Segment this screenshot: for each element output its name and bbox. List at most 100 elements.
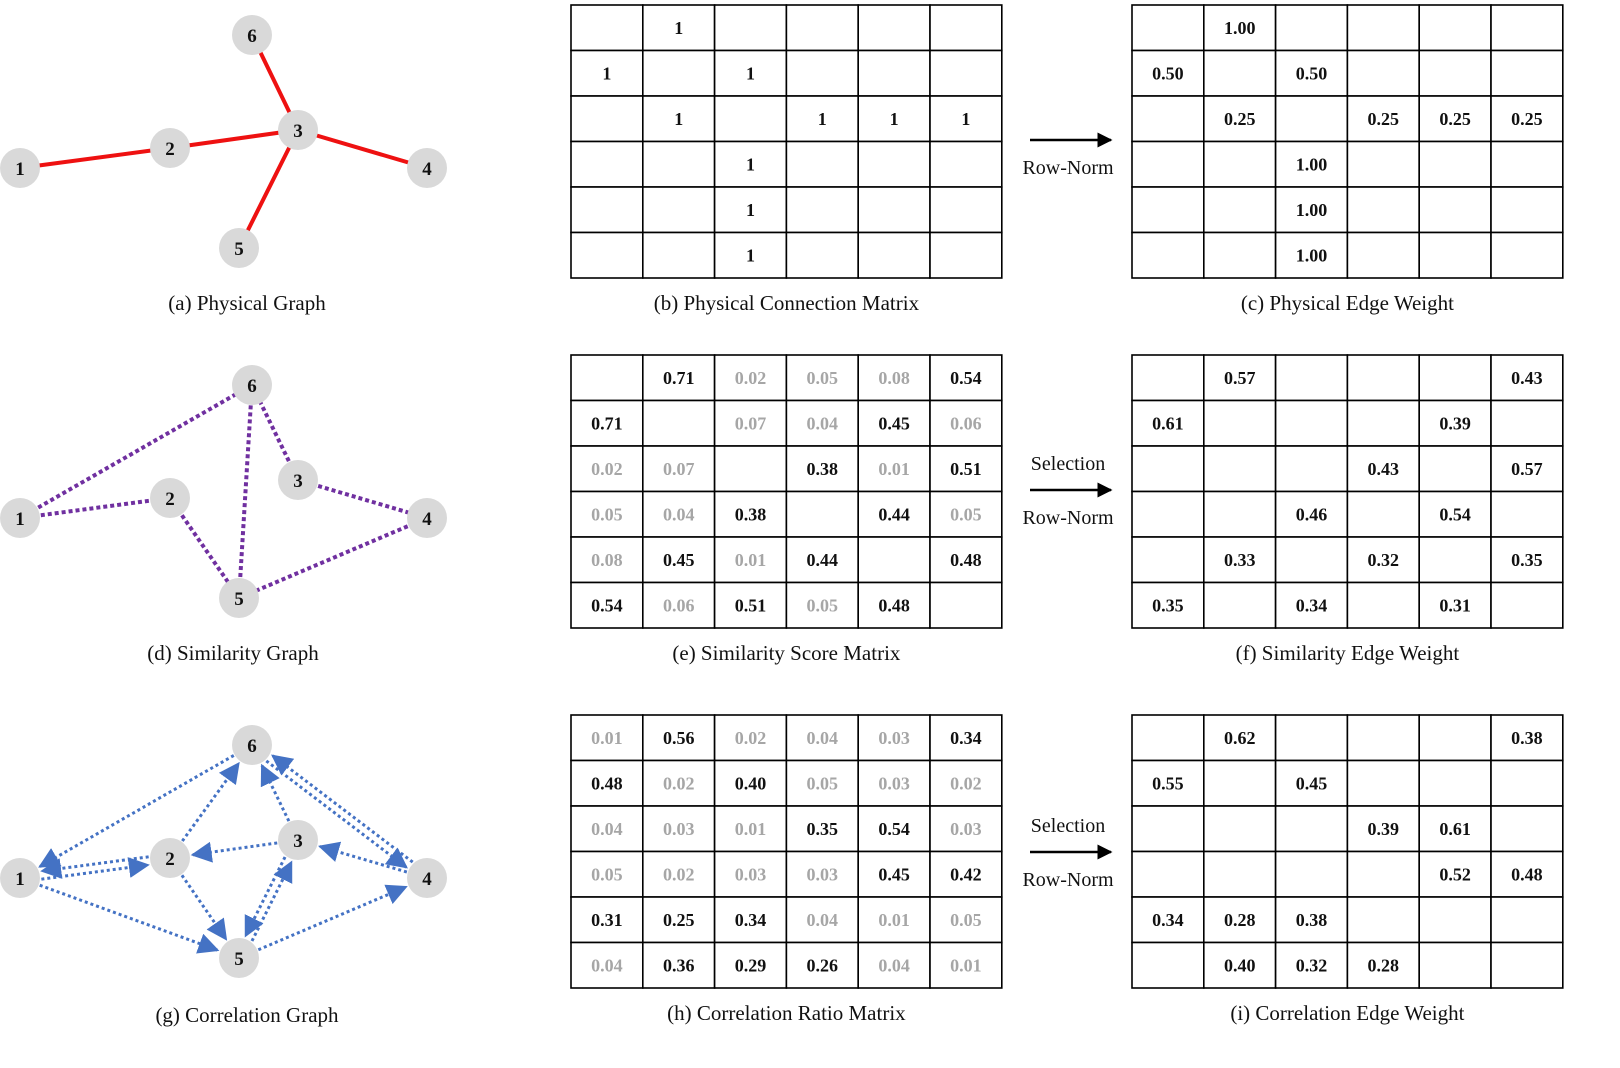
cell-value: 1 [746,245,755,265]
matrix-cell [857,231,931,279]
matrix-cell [713,536,788,584]
matrix-cell [1490,231,1564,279]
matrix-cell [857,805,931,853]
edge-3-5 [237,129,300,249]
node-label: 1 [15,159,25,180]
cell-value: 0.36 [663,955,695,975]
matrix-cell [1274,186,1349,234]
cell-value: 0.42 [950,864,982,884]
matrix-cell [1274,850,1349,898]
matrix-cell [570,581,644,629]
cell-value: 0.38 [1296,910,1328,930]
node-6: 6 [232,365,272,405]
edge-6-to-4 [265,759,408,869]
cell-value: 0.34 [735,910,767,930]
matrix-cell [1131,49,1205,97]
cell-value: 0.34 [1152,910,1184,930]
matrix-cell [785,186,860,234]
edge-3-4 [297,478,428,520]
matrix-cell [1490,399,1564,447]
edge-2-to-1 [40,855,149,879]
matrix-cell [1131,941,1205,989]
cell-value: 0.32 [1296,955,1328,975]
arrow-label-below: Row-Norm [1022,507,1114,529]
cell-value: 0.57 [1511,459,1543,479]
cell-value: 0.08 [591,550,623,570]
matrix-cell [857,445,931,493]
matrix-cell [1490,759,1564,807]
matrix-cell [929,95,1003,143]
cell-value: 0.51 [735,595,767,615]
matrix-cell [929,186,1003,234]
matrix-cell [1346,49,1421,97]
cell-value: 0.55 [1152,773,1184,793]
cell-value: 0.54 [950,368,982,388]
matrix-cell [1418,759,1492,807]
matrix-cell [1346,231,1421,279]
matrix-cell [857,140,931,188]
graph-caption: (a) Physical Graph [168,291,326,315]
matrix-cell [929,941,1003,989]
matrix-cell [641,186,716,234]
node-2: 2 [150,838,190,878]
cell-value: 0.01 [878,910,910,930]
matrix-cell [857,49,931,97]
node-3: 3 [278,110,318,150]
matrix-cell [857,399,931,447]
edge-1-to-5 [39,883,220,954]
matrix-cell [1346,399,1421,447]
matrix-cell [1490,490,1564,538]
cell-value: 0.48 [950,550,982,570]
matrix-cell [570,759,644,807]
edge-4-5 [238,516,428,600]
cell-value: 0.54 [1439,504,1471,524]
matrix-caption: (b) Physical Connection Matrix [654,291,920,315]
cell-value: 0.07 [663,459,695,479]
cell-value: 0.01 [950,955,982,975]
matrix-cell [1418,490,1492,538]
matrix-cell [1418,714,1492,762]
cell-value: 0.29 [735,955,767,975]
arrow-label-above: Selection [1031,815,1105,837]
matrix-cell [1131,140,1205,188]
matrix-cell [1490,941,1564,989]
cell-value: 0.31 [1439,595,1471,615]
matrix-cell [1490,581,1564,629]
matrix-cell [1131,896,1205,944]
cell-value: 0.39 [1368,819,1400,839]
cell-value: 0.54 [591,595,623,615]
matrix-cell [785,4,860,52]
cell-value: 0.62 [1224,728,1256,748]
matrix-cell [929,805,1003,853]
cell-value: 0.04 [591,955,623,975]
node-label: 5 [234,589,244,610]
cell-value: 0.50 [1152,63,1184,83]
matrix-cell [1490,805,1564,853]
node-label: 6 [247,736,257,757]
matrix-cell [785,49,860,97]
cell-value: 1 [746,154,755,174]
cell-value: 0.44 [878,504,910,524]
cell-value: 0.71 [663,368,695,388]
edge-3-to-2 [190,841,278,863]
cell-value: 0.38 [807,459,839,479]
matrix-cell [1131,714,1205,762]
matrix-cell [713,354,788,402]
matrix-caption: (c) Physical Edge Weight [1241,291,1454,315]
cell-value: 0.25 [663,910,695,930]
matrix-cell [641,140,716,188]
matrix-cell [1203,49,1277,97]
matrix-cell [570,805,644,853]
matrix-caption: (i) Correlation Edge Weight [1230,1001,1464,1025]
matrix-cell [1131,850,1205,898]
matrix-cell [857,536,931,584]
edge-4-to-3 [318,841,408,874]
node-3: 3 [278,460,318,500]
edge-5-6 [237,384,254,599]
